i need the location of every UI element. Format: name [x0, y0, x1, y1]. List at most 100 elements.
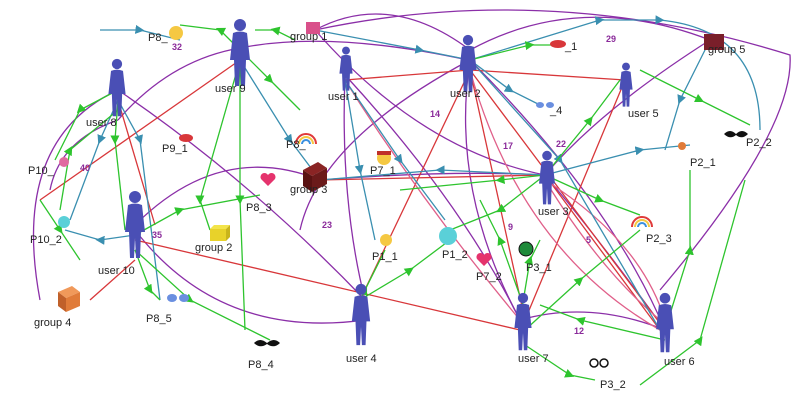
person-icon — [619, 62, 633, 107]
edge — [469, 69, 666, 331]
node-label: P7_2 — [476, 271, 502, 283]
rainbow-band — [634, 219, 650, 228]
item-node[interactable]: P8_3 — [246, 172, 276, 214]
edge-weight-label: 40 — [80, 163, 90, 173]
person-icon — [351, 283, 371, 346]
item-node[interactable]: P8_5 — [146, 294, 189, 325]
group-node[interactable]: group 1 — [290, 22, 327, 43]
item-node[interactable]: P7_1 — [370, 151, 396, 177]
edge — [544, 144, 691, 176]
edge-weight-label: 17 — [503, 141, 513, 151]
node-label: P3_1 — [526, 262, 552, 274]
edge — [639, 69, 751, 126]
user-node[interactable]: user 5 — [619, 62, 659, 120]
node-label: P8_ — [286, 139, 306, 151]
user-node[interactable]: user 9 — [215, 19, 250, 95]
item-node[interactable]: P1_2 — [439, 227, 468, 261]
item-node[interactable]: P9_1 — [162, 134, 193, 155]
node-label: P10_2 — [30, 234, 62, 246]
group-cube-side — [66, 292, 80, 312]
item-node[interactable]: P2_1 — [678, 142, 716, 169]
node-label: user 3 — [538, 206, 569, 218]
edge-weight-label: 35 — [152, 230, 162, 240]
item-node[interactable]: P3_1 — [518, 241, 552, 274]
edge — [179, 24, 241, 51]
node-label: P8_3 — [246, 202, 272, 214]
item-node[interactable]: P10_ — [28, 157, 69, 177]
user-node[interactable]: user 1 — [328, 46, 359, 103]
edge — [69, 99, 119, 221]
node-label: user 7 — [518, 353, 549, 365]
edge — [519, 311, 666, 331]
edge — [117, 89, 366, 301]
edge — [469, 15, 761, 131]
user-node[interactable]: user 7 — [514, 292, 549, 365]
edge — [469, 69, 661, 331]
group-node[interactable]: group 4 — [34, 286, 80, 329]
edge — [117, 47, 241, 121]
edge — [49, 119, 119, 191]
node-label: user 5 — [628, 108, 659, 120]
edge — [469, 16, 711, 51]
user-node[interactable]: user 8 — [86, 58, 126, 129]
sunglasses-lens — [179, 294, 189, 302]
node-label: user 1 — [328, 91, 359, 103]
edge — [664, 170, 694, 331]
node-label: _4 — [549, 105, 562, 117]
edge — [359, 239, 451, 301]
node-label: group 2 — [195, 242, 232, 254]
item-node[interactable]: P10_2 — [30, 216, 70, 246]
edge — [544, 174, 641, 216]
group-node[interactable]: group 3 — [290, 162, 327, 196]
item-node[interactable]: P7_2 — [476, 252, 502, 283]
edge — [100, 24, 181, 41]
user-node[interactable]: user 4 — [346, 283, 377, 365]
lips-icon — [550, 40, 566, 48]
edge — [255, 26, 296, 41]
edge — [39, 199, 81, 261]
heart-icon — [260, 172, 276, 186]
user-node[interactable]: user 2 — [450, 34, 481, 100]
item-node[interactable]: P8_4 — [248, 340, 280, 371]
group-cube-face — [303, 170, 312, 192]
item-node[interactable]: P8_ — [148, 26, 183, 44]
person-icon — [125, 191, 145, 258]
item-node[interactable]: P1_1 — [372, 234, 398, 263]
edge — [314, 9, 791, 291]
edge — [344, 74, 521, 321]
edge-labels: 32 40 35 23 14 17 22 29 9 5 12 — [80, 34, 616, 336]
item-node[interactable]: P2_2 — [724, 131, 772, 149]
green-edges — [39, 24, 751, 386]
item-node[interactable]: P2_3 — [631, 216, 672, 245]
user-node[interactable]: user 3 — [538, 150, 569, 218]
node-label: P2_1 — [690, 157, 716, 169]
item-node[interactable]: P3_2 — [589, 358, 626, 391]
heart-icon — [476, 252, 492, 266]
edge — [64, 229, 136, 245]
sunglasses-icon — [167, 294, 177, 302]
edge — [544, 174, 661, 331]
node-label: group 3 — [290, 184, 327, 196]
edge — [344, 79, 521, 321]
edge — [344, 79, 446, 221]
lips-icon — [179, 134, 193, 142]
edge — [524, 344, 596, 381]
rainbow-icon — [295, 133, 317, 145]
edge — [469, 41, 560, 61]
item-node[interactable]: _1 — [550, 40, 577, 53]
node-label: group 4 — [34, 317, 71, 329]
item-node[interactable]: P8_ — [286, 133, 317, 151]
item-node[interactable]: _4 — [536, 102, 562, 117]
edge-weight-label: 22 — [556, 139, 566, 149]
group-node[interactable]: group 5 — [704, 34, 745, 56]
node-label: P1_2 — [442, 249, 468, 261]
user-node[interactable]: user 6 — [656, 292, 695, 368]
rocket-badge-icon — [439, 227, 457, 245]
node-label: user 9 — [215, 83, 246, 95]
edge — [239, 49, 301, 111]
user-node[interactable]: user 10 — [98, 191, 145, 277]
node-label: P8_ — [148, 32, 168, 44]
group-node[interactable]: group 2 — [195, 225, 232, 254]
mustache-icon — [254, 340, 280, 347]
